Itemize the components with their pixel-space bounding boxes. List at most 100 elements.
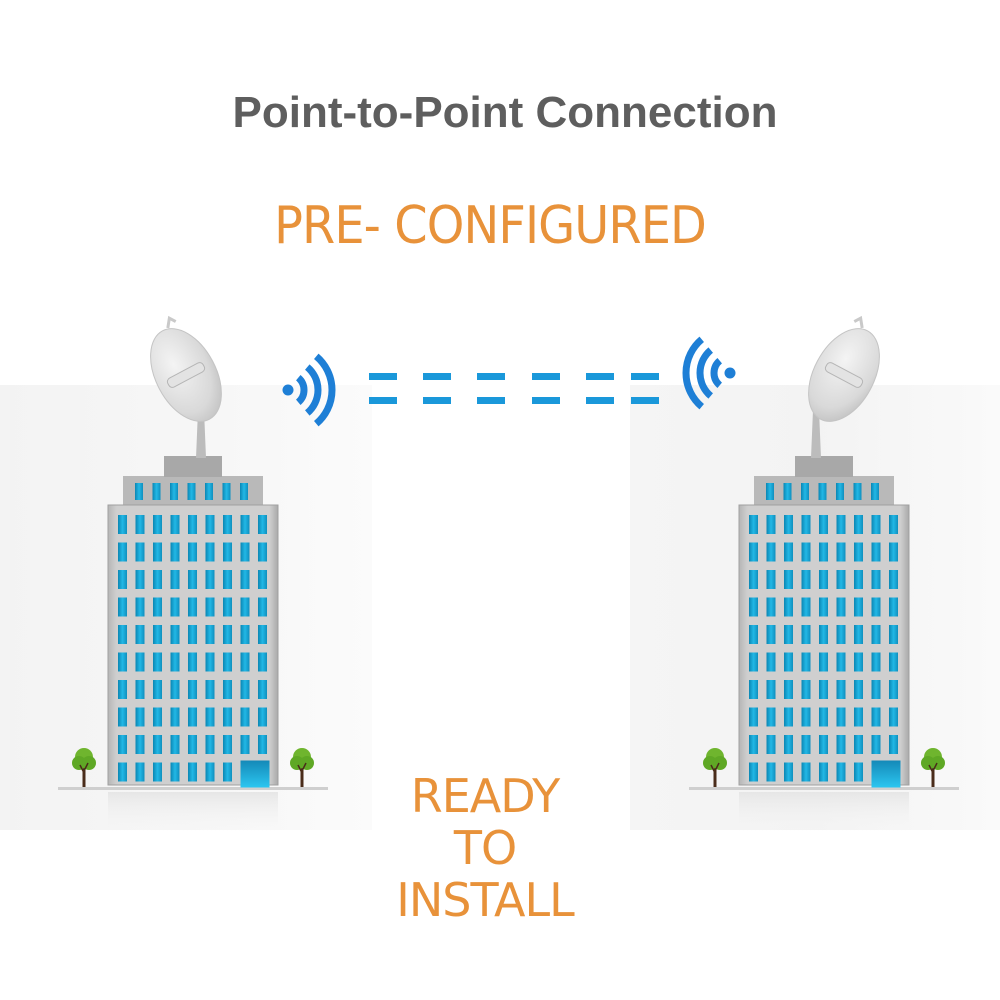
window <box>766 597 776 617</box>
window <box>871 597 881 617</box>
window <box>223 515 232 534</box>
window <box>153 735 162 754</box>
window <box>784 597 793 617</box>
window <box>766 483 774 500</box>
window <box>801 597 811 617</box>
window <box>135 570 145 589</box>
window <box>223 570 232 589</box>
window <box>889 515 898 534</box>
window <box>871 707 881 727</box>
window <box>240 652 250 672</box>
link-dash <box>369 397 397 404</box>
window <box>819 625 828 644</box>
window <box>223 762 232 782</box>
wireless-link-dashes <box>369 373 659 404</box>
window <box>205 735 215 754</box>
window <box>836 625 846 644</box>
window <box>118 515 127 534</box>
window <box>749 680 758 699</box>
window <box>118 570 127 589</box>
window <box>889 570 898 589</box>
window <box>801 625 811 644</box>
page-title: Point-to-Point Connection <box>232 88 778 137</box>
window <box>240 515 250 534</box>
window <box>188 625 197 644</box>
window <box>205 570 215 589</box>
window <box>836 570 846 589</box>
window <box>819 515 828 534</box>
wifi-signal-left-icon <box>682 336 736 410</box>
window <box>258 625 267 644</box>
window <box>222 483 231 500</box>
tree-icon <box>921 748 945 787</box>
window <box>205 625 215 644</box>
tree-trunk <box>931 765 935 787</box>
window <box>135 483 143 500</box>
window <box>223 735 232 754</box>
window <box>854 570 863 589</box>
window <box>801 515 811 534</box>
window <box>853 483 862 500</box>
dish <box>808 315 880 422</box>
ready-line: READY <box>410 769 561 823</box>
antenna-mast <box>196 410 206 458</box>
window <box>135 652 145 672</box>
window <box>819 542 828 562</box>
window <box>205 542 215 562</box>
window <box>836 680 846 699</box>
window <box>223 652 232 672</box>
window <box>749 735 758 754</box>
window <box>187 483 196 500</box>
window <box>153 762 162 782</box>
tree-crown <box>290 756 304 770</box>
window <box>749 515 758 534</box>
building-door <box>871 760 901 788</box>
roof-cap <box>795 456 853 477</box>
window <box>153 680 162 699</box>
window <box>784 735 793 754</box>
window <box>258 707 267 727</box>
window <box>205 762 215 782</box>
window <box>170 515 180 534</box>
window <box>153 597 162 617</box>
dish-antenna-icon <box>808 315 880 458</box>
window <box>889 625 898 644</box>
window <box>836 515 846 534</box>
window <box>188 707 197 727</box>
window <box>871 625 881 644</box>
link-dash <box>477 373 505 380</box>
window <box>749 542 758 562</box>
window <box>170 735 180 754</box>
window <box>223 707 232 727</box>
window <box>766 625 776 644</box>
tree-trunk <box>82 765 86 787</box>
window <box>135 625 145 644</box>
window <box>819 707 828 727</box>
link-dash <box>423 373 451 380</box>
window <box>135 597 145 617</box>
window <box>836 597 846 617</box>
tree-branches <box>297 762 307 774</box>
to-line: TO <box>453 821 517 875</box>
window <box>766 707 776 727</box>
window <box>240 625 250 644</box>
window <box>836 652 846 672</box>
link-dash <box>532 397 560 404</box>
window <box>258 515 267 534</box>
window <box>749 625 758 644</box>
window <box>153 570 162 589</box>
window <box>766 762 776 782</box>
window <box>118 542 127 562</box>
window <box>801 735 811 754</box>
signal-dot <box>724 367 736 379</box>
tree-crown <box>703 756 717 770</box>
signal-arc <box>696 347 714 399</box>
window <box>188 597 197 617</box>
window <box>170 680 180 699</box>
window <box>258 680 267 699</box>
window <box>170 483 178 500</box>
tree-crown <box>931 756 945 770</box>
tree-crown <box>72 756 86 770</box>
window <box>749 707 758 727</box>
window <box>188 652 197 672</box>
